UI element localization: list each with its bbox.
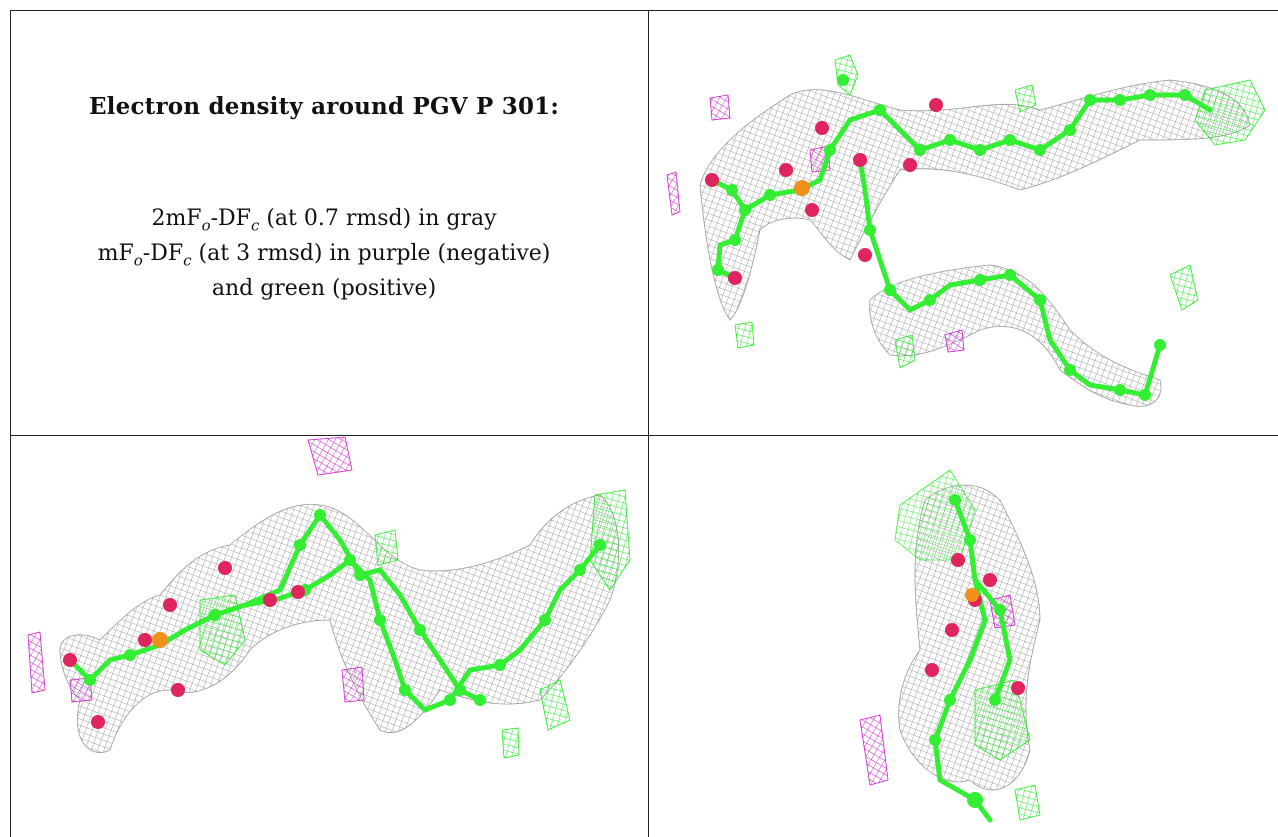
caption-line-green: and green (positive) (211, 276, 437, 301)
atoms-carbon (712, 74, 1191, 401)
mesh-positive (1169, 264, 1199, 311)
view-bottom-left (27, 436, 631, 759)
mesh-gray (869, 264, 1162, 407)
view-bottom-right (859, 469, 1041, 823)
atoms-oxygen (705, 98, 943, 285)
atom-phosphorus (794, 180, 810, 196)
mesh-positive (1194, 79, 1266, 146)
atoms-carbon (84, 509, 606, 706)
caption-cell: Electron density around PGV P 301: 2mFo-… (11, 11, 648, 435)
mesh-negative (944, 329, 965, 353)
mesh-positive (894, 334, 916, 369)
table-divider-horizontal (10, 435, 1278, 436)
mesh-negative (27, 631, 46, 694)
mesh-gray (59, 494, 620, 753)
mesh-positive (834, 54, 859, 96)
table-border-top (10, 10, 1278, 11)
mesh-positive (734, 321, 755, 349)
carbon-chain (242, 510, 483, 703)
mesh-positive (539, 679, 571, 731)
mesh-negative (307, 436, 353, 476)
atoms-carbon (929, 494, 1006, 808)
mesh-positive (1014, 784, 1041, 821)
caption-line-mfo: mFo-DFc (at 3 rmsd) in purple (negative) (97, 241, 551, 270)
atoms-oxygen (63, 561, 305, 729)
mesh-positive (589, 489, 631, 591)
mesh-positive (1014, 84, 1037, 113)
carbon-chain (972, 577, 1013, 703)
view-top-right (666, 54, 1266, 407)
atom-phosphorus (965, 588, 979, 602)
table-divider-vertical (648, 10, 649, 837)
atom-phosphorus (152, 632, 168, 648)
caption-title: Electron density around PGV P 301: (88, 93, 560, 120)
atoms-oxygen (925, 553, 1025, 695)
mesh-negative (859, 714, 889, 786)
carbon-chain (932, 497, 993, 823)
caption-line-2mfo: 2mFo-DFc (at 0.7 rmsd) in gray (151, 206, 497, 235)
mesh-positive (374, 529, 399, 566)
table-border-left (10, 10, 11, 837)
mesh-negative (709, 94, 731, 121)
mesh-negative (341, 666, 365, 703)
mesh-negative (666, 171, 681, 216)
mesh-positive (974, 679, 1031, 761)
mesh-positive (501, 727, 520, 759)
